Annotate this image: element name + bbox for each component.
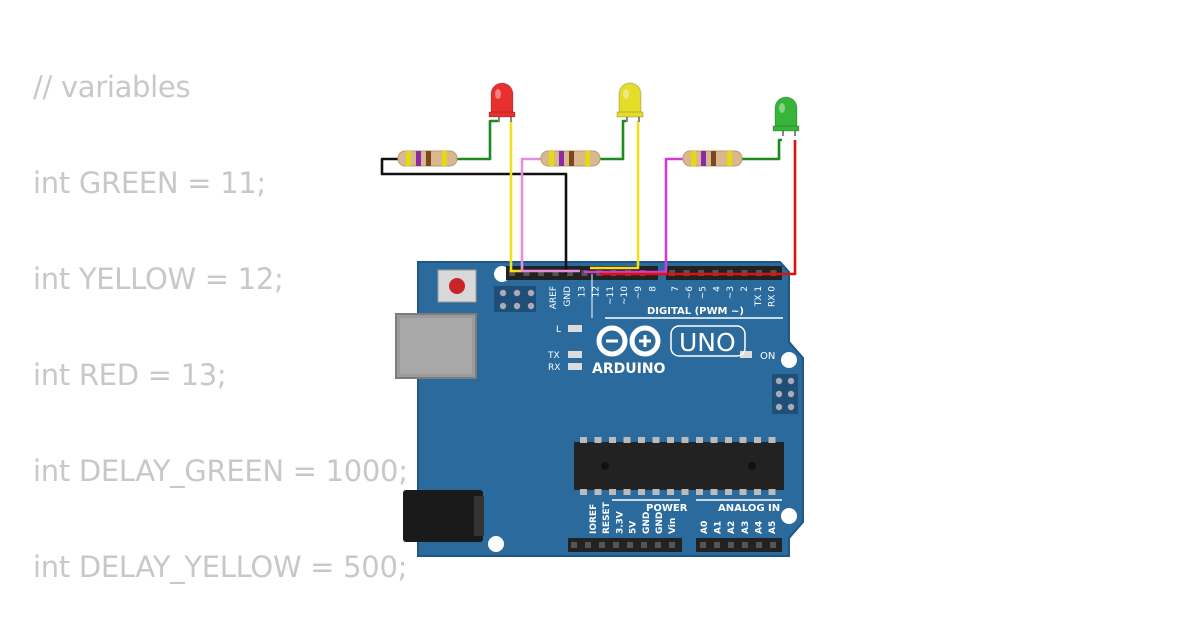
icsp-header-right: [772, 374, 798, 414]
resistor-red[interactable]: [397, 150, 458, 167]
power-header: [568, 538, 682, 552]
analog-pin-label: A3: [741, 521, 751, 534]
analog-pin-label: A1: [714, 521, 724, 534]
digital-pin-label: 7: [671, 286, 681, 292]
digital-pin-label: 2: [740, 286, 750, 292]
power-pin-label: GND: [642, 512, 652, 534]
analog-in-label: ANALOG IN: [718, 503, 780, 514]
code-line-yellow: int YELLOW = 12;: [33, 262, 284, 296]
uno-badge: [670, 325, 746, 357]
code-comment-variables: // variables: [33, 70, 191, 104]
resistor-green[interactable]: [682, 150, 743, 167]
power-pin-label: 3.3V: [615, 511, 625, 534]
wire-gnd[interactable]: [380, 157, 568, 274]
usb-connector[interactable]: [395, 313, 477, 379]
digital-pin-label: ~11: [606, 286, 616, 305]
digital-pin-label: GND: [563, 286, 573, 307]
digital-pin-label: ~9: [634, 286, 644, 300]
mounting-hole: [781, 508, 797, 524]
led-l: [568, 325, 582, 332]
digital-pin-label: ~10: [620, 286, 630, 305]
analog-pin-label: A5: [768, 521, 778, 534]
digital-pin-label: 13: [577, 286, 587, 297]
reset-button[interactable]: [437, 269, 477, 303]
power-pin-label: 5V: [629, 521, 639, 534]
wire-yellow-led-cathode[interactable]: [598, 119, 626, 161]
digital-pin-label: TX 1: [754, 286, 764, 307]
power-label: POWER: [646, 503, 688, 514]
wire-right-resistor[interactable]: [584, 157, 683, 274]
power-pin-label: IOREF: [589, 504, 599, 534]
wire-red-led-cathode[interactable]: [457, 119, 499, 161]
wires: [380, 119, 797, 276]
mounting-hole: [781, 352, 797, 368]
power-pin-label: RESET: [602, 501, 612, 534]
digital-pwm-label: DIGITAL (PWM ~): [647, 306, 744, 317]
analog-pin-label: A2: [727, 521, 737, 534]
code-line-green: int GREEN = 11;: [33, 166, 266, 200]
led-tx: [568, 351, 582, 358]
code-line-red: int RED = 13;: [33, 358, 227, 392]
arduino-logo: [596, 325, 661, 357]
power-jack[interactable]: [403, 490, 484, 542]
digital-pin-label: AREF: [549, 286, 559, 309]
analog-header: [696, 538, 782, 552]
mounting-hole: [488, 536, 504, 552]
code-line-delay-yellow: int DELAY_YELLOW = 500;: [33, 550, 408, 584]
red-led[interactable]: [488, 82, 516, 122]
digital-pin-label: 4: [712, 286, 722, 292]
led-tx-label: TX: [547, 351, 560, 361]
digital-pin-label: 12: [592, 286, 602, 297]
resistor-yellow[interactable]: [540, 150, 601, 167]
green-led[interactable]: [772, 96, 800, 136]
code-line-delay-green: int DELAY_GREEN = 1000;: [33, 454, 408, 488]
digital-pin-label: RX 0: [768, 286, 778, 307]
wire-green-led-cathode[interactable]: [740, 138, 782, 161]
microcontroller-chip: [574, 437, 784, 495]
wire-mid-resistor[interactable]: [520, 157, 580, 273]
power-pin-label: Vin: [668, 518, 678, 534]
digital-pin-label: ~6: [685, 286, 695, 300]
wire-pin11[interactable]: [600, 140, 797, 276]
wire-pin13[interactable]: [509, 121, 522, 273]
icsp-header-top: [494, 286, 536, 312]
digital-pin-label: ~3: [726, 286, 736, 299]
yellow-led[interactable]: [616, 82, 644, 122]
uno-model: UNO: [679, 328, 736, 357]
led-on: [740, 351, 752, 358]
analog-pin-label: A4: [754, 521, 764, 534]
led-rx-label: RX: [548, 363, 560, 373]
analog-pin-label: A0: [700, 521, 710, 534]
on-label: ON: [760, 351, 775, 362]
led-rx: [568, 363, 582, 370]
power-pin-label: GND: [655, 512, 665, 534]
led-l-label: L: [556, 325, 561, 335]
digital-pin-label: ~5: [699, 286, 709, 299]
wire-pin12[interactable]: [590, 121, 640, 270]
digital-pin-label: 8: [648, 286, 658, 292]
arduino-brand: ARDUINO: [592, 361, 666, 377]
code-overlay: // variables int GREEN = 11; int YELLOW …: [0, 0, 430, 630]
